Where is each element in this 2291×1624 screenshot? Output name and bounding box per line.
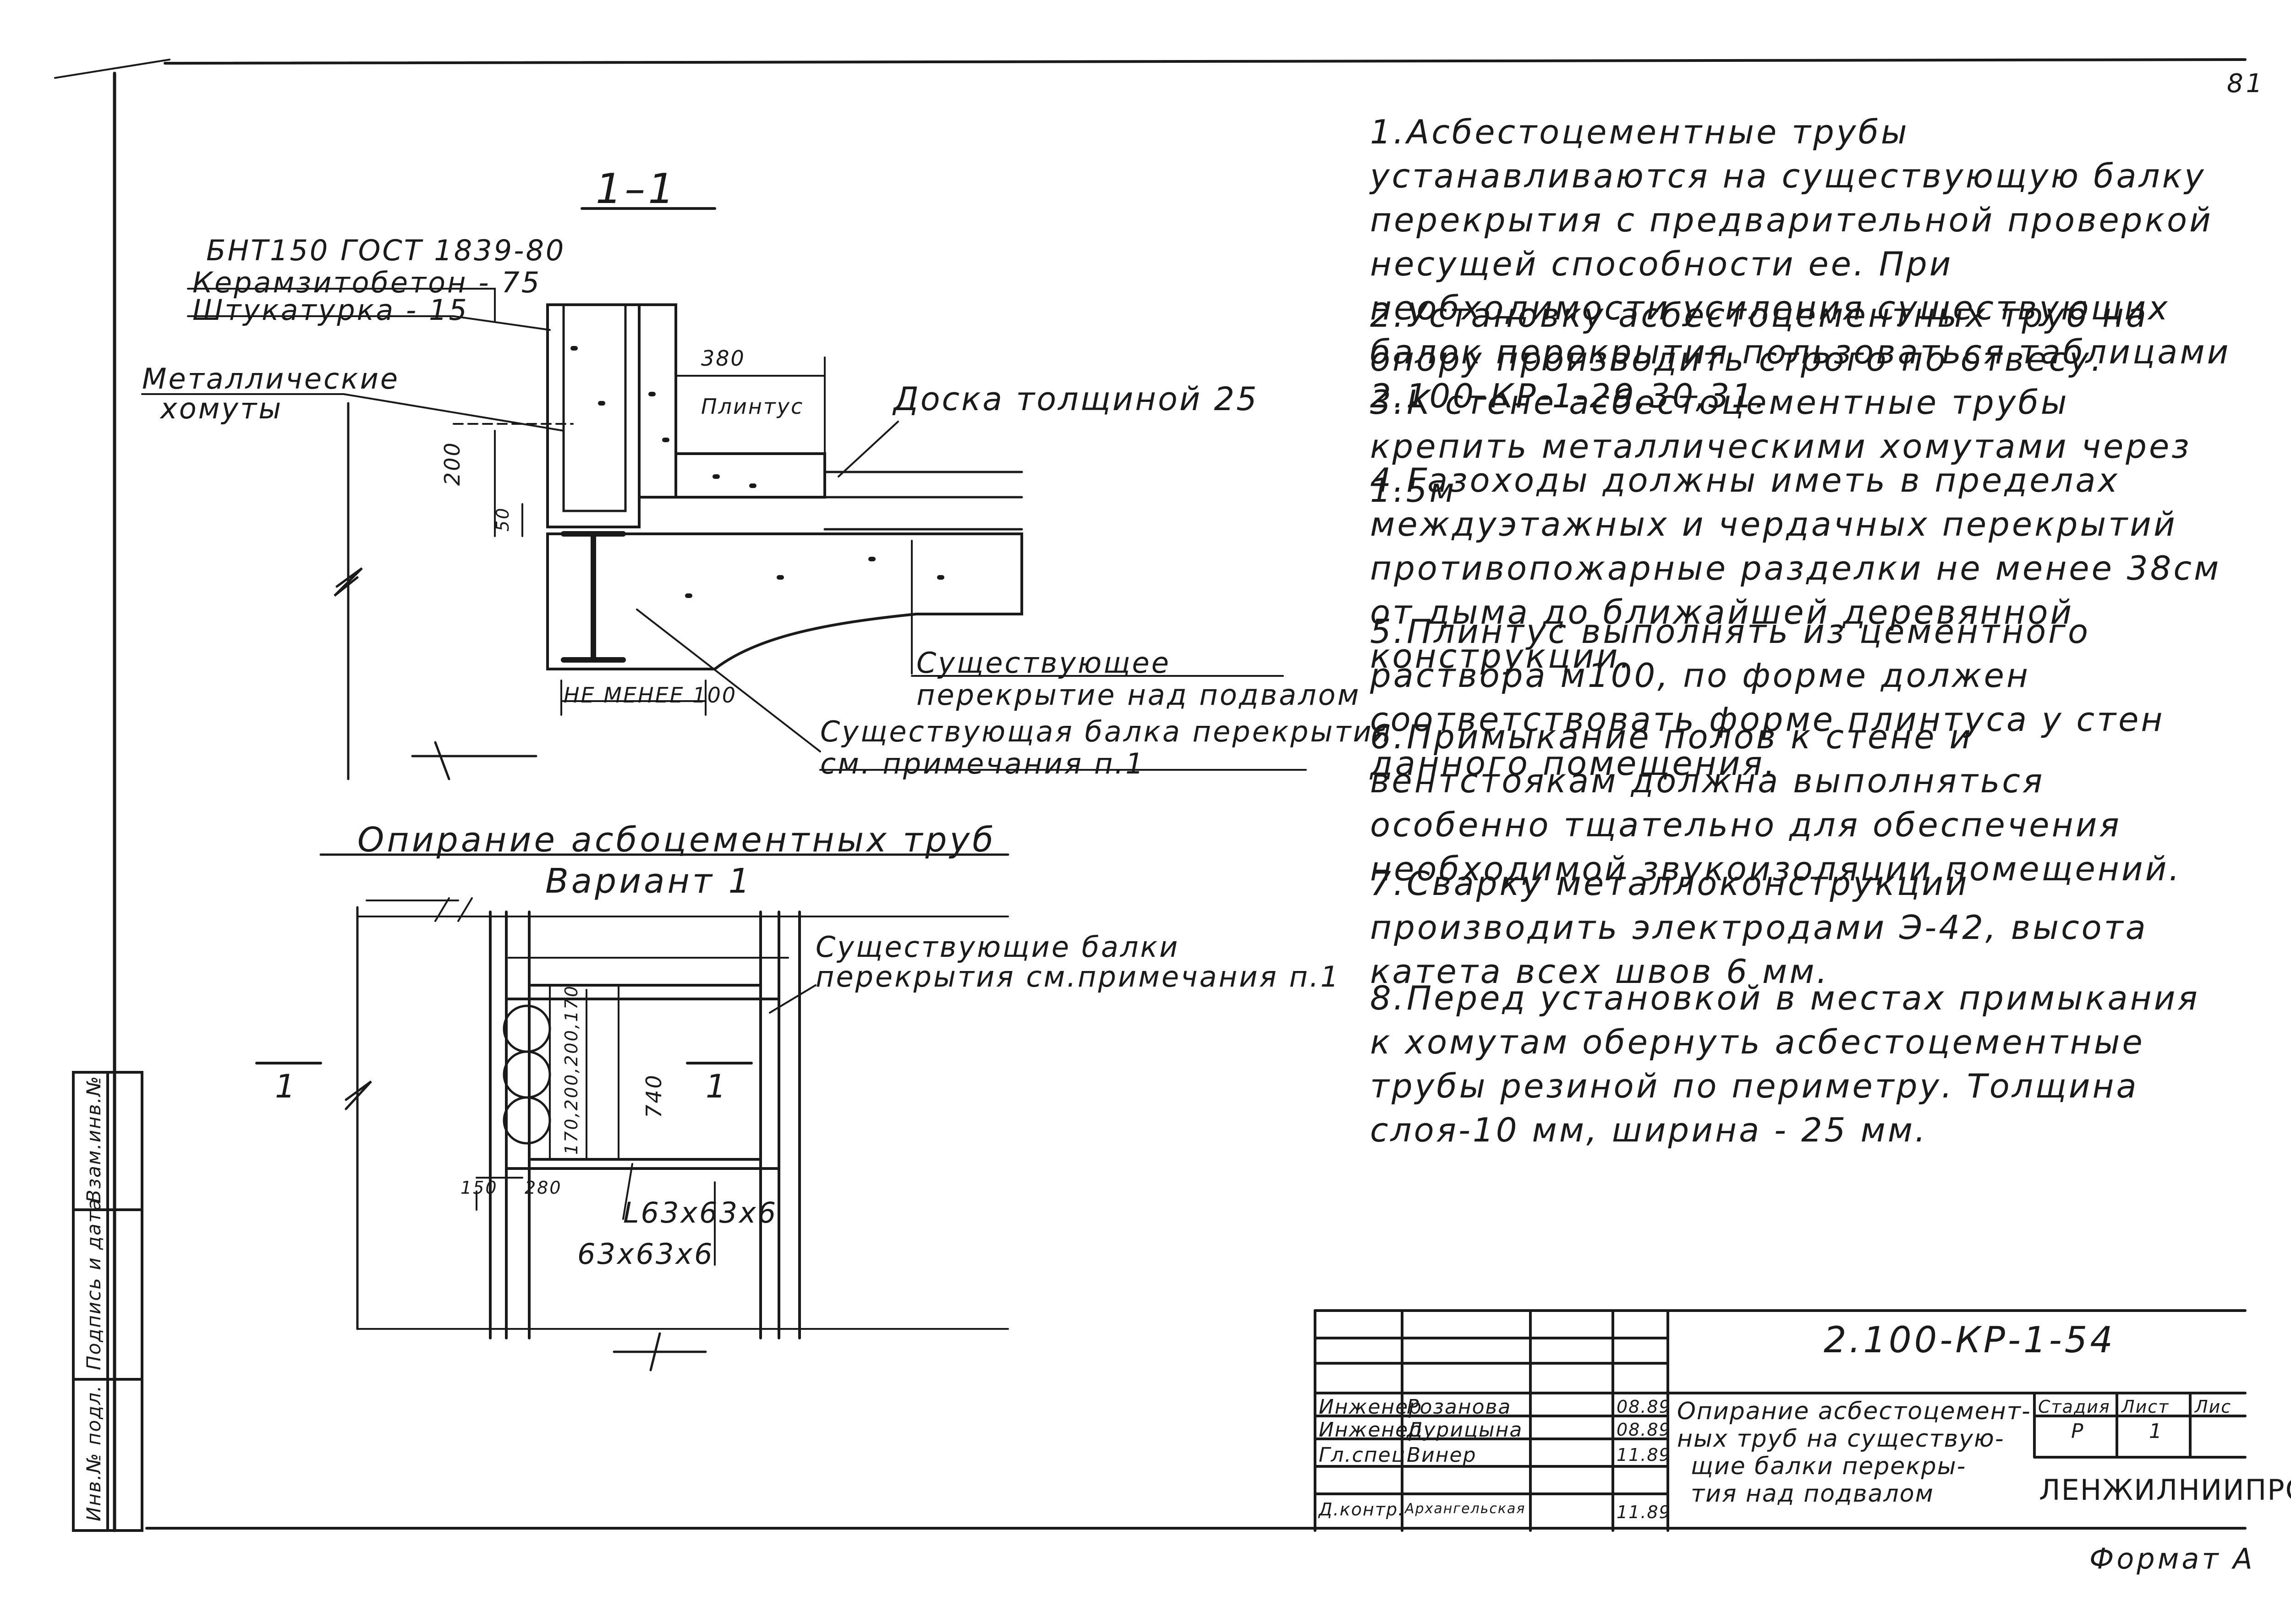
- section-title: 1–1: [596, 165, 677, 213]
- tb-stage-label: Стадия: [2038, 1397, 2110, 1417]
- side-stamp-box: [72, 1071, 143, 1532]
- drawing-code: 2.100-КР-1-54: [1824, 1320, 2116, 1361]
- layer-label-1: БНТ150 ГОСТ 1839-80: [206, 234, 566, 267]
- section-2-title: Опирание асбоцементных труб: [357, 820, 996, 860]
- note-5: 5.Плинтус выполнять из цементного раство…: [1370, 612, 2165, 783]
- tb-date-3: 11.89: [1617, 1445, 1671, 1465]
- section-mark-left: 1: [275, 1068, 298, 1105]
- page-number: 81: [2227, 69, 2265, 99]
- dim-380: 380: [701, 346, 745, 371]
- dim-150: 150: [460, 1178, 498, 1198]
- tb-name-3: Винер: [1407, 1443, 1477, 1467]
- tb-desc-3: щие балки перекры-: [1691, 1453, 1967, 1480]
- clamps-label-2: хомуты: [160, 392, 283, 425]
- tb-date-2: 08.89: [1617, 1420, 1671, 1440]
- angle-label-1: L63x63x6: [623, 1196, 778, 1229]
- tb-role-3: Гл.спец.: [1319, 1443, 1414, 1467]
- tb-sheet: 1: [2149, 1420, 2163, 1443]
- tb-name-4: Архангельская: [1405, 1501, 1526, 1517]
- dim-50: 50: [493, 506, 513, 532]
- tb-desc-4: тия над подвалом: [1691, 1480, 1934, 1508]
- dim-200: 200: [440, 441, 465, 486]
- side-stamp-sign: Подпись и дата: [82, 1198, 105, 1370]
- tb-name-1: Розанова: [1407, 1395, 1512, 1419]
- existing-beam-label-1: Существующая балка перекрытия: [820, 715, 1392, 748]
- tb-role-2: Инженер: [1319, 1418, 1423, 1442]
- note-3: 3.К стене асбестоцементные трубы крепить…: [1370, 383, 2192, 510]
- note-6: 6.Примыкание полов к стене и вентстоякам…: [1370, 718, 2182, 888]
- tb-name-2: Дурицына: [1407, 1418, 1523, 1442]
- tb-sheet-label: Лист: [2121, 1397, 2170, 1417]
- title-block-lines: [1314, 1309, 2247, 1532]
- layer-label-2: Керамзитобетон - 75: [192, 266, 542, 299]
- tb-date-4: 11.89: [1617, 1502, 1671, 1522]
- section-2-drawing: [255, 853, 1009, 1372]
- frame-top-line: [164, 58, 2247, 65]
- side-stamp-replace: Взам.инв.№: [82, 1075, 105, 1203]
- dims-vertical: 170,200,200,170: [561, 984, 581, 1155]
- section-mark-right: 1: [706, 1068, 729, 1105]
- note-7: 7.Сварку металлоконструкций производить …: [1370, 864, 2148, 991]
- dim-280: 280: [525, 1178, 562, 1198]
- tb-sheets-label: Лис: [2195, 1397, 2232, 1417]
- note-4: 4.Газоходы должны иметь в пределах между…: [1370, 461, 2221, 675]
- tb-stage: Р: [2071, 1420, 2084, 1443]
- not-less-label: НЕ МЕНЕЕ 100: [564, 683, 737, 708]
- note-8: 8.Перед установкой в местах примыкания к…: [1370, 979, 2200, 1149]
- existing-slab-label-2: перекрытие над подвалом: [916, 678, 1361, 712]
- format-label: Формат А: [2089, 1542, 2255, 1575]
- frame-top-stroke: [54, 59, 170, 79]
- dim-740: 740: [641, 1074, 666, 1118]
- beams-label-2: перекрытия см.примечания п.1: [816, 960, 1341, 993]
- layer-label-3: Штукатурка - 15: [192, 293, 469, 327]
- tb-role-4: Д.контр.: [1319, 1499, 1405, 1520]
- note-1: 1.Асбестоцементные трубы устанавливаются…: [1370, 113, 2231, 415]
- tb-desc-2: ных труб на существую-: [1677, 1425, 2005, 1453]
- angle-label-2: 63x63x6: [577, 1237, 714, 1271]
- tb-organization: ЛЕНЖИЛНИИПРО: [2039, 1473, 2291, 1507]
- tb-role-1: Инженер: [1319, 1395, 1423, 1419]
- existing-beam-label-2: см. примечания п.1: [820, 747, 1146, 780]
- existing-slab-label-1: Существующее: [916, 646, 1171, 680]
- section-1-drawing: [141, 288, 1307, 780]
- note-2: 2.Установку асбестоцементных труб на опо…: [1370, 296, 2149, 379]
- tb-desc-1: Опирание асбестоцемент-: [1677, 1398, 2031, 1425]
- beams-label-1: Существующие балки: [816, 930, 1180, 964]
- variant-label: Вариант 1: [545, 861, 753, 901]
- tb-date-1: 08.89: [1617, 1397, 1671, 1417]
- side-stamp-inv: Инв.№ подл.: [82, 1384, 105, 1521]
- clamps-label-1: Металлические: [142, 362, 400, 395]
- plinth-label: Плинтус: [701, 394, 804, 419]
- board-label: Доска толщиной 25: [893, 380, 1259, 418]
